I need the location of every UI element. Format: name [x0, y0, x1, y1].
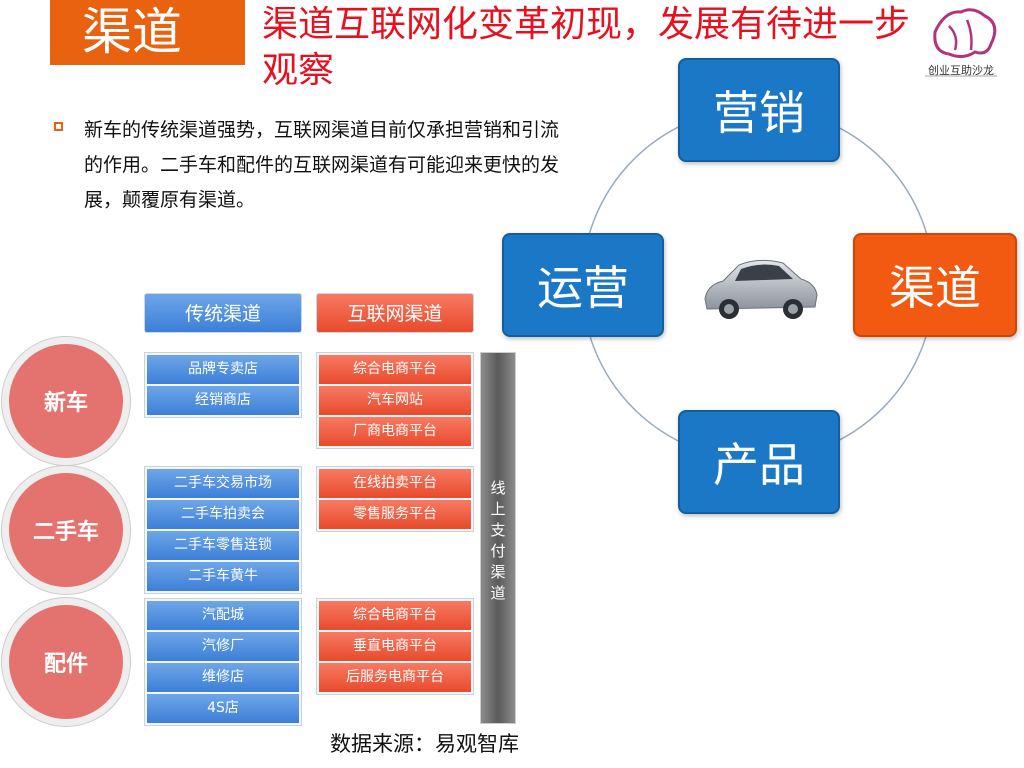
- data-source: 数据来源：易观智库: [330, 732, 519, 756]
- list-item: 二手车黄牛: [147, 562, 299, 591]
- list-item: 品牌专卖店: [147, 355, 299, 384]
- header-traditional: 传统渠道: [144, 293, 302, 333]
- used-car-traditional-group: 二手车交易市场 二手车拍卖会 二手车零售连锁 二手车黄牛: [144, 466, 302, 594]
- list-item: 零售服务平台: [319, 500, 471, 529]
- list-item: 汽修厂: [147, 632, 299, 661]
- new-car-traditional-group: 品牌专卖店 经销商店: [144, 352, 302, 418]
- list-item: 4S店: [147, 694, 299, 723]
- category-parts: 配件: [2, 598, 130, 726]
- list-item: 经销商店: [147, 386, 299, 415]
- intro-paragraph: 新车的传统渠道强势，互联网渠道目前仅承担营销和引流的作用。二手车和配件的互联网渠…: [84, 119, 560, 211]
- bullet-marker-icon: [54, 122, 63, 131]
- list-item: 后服务电商平台: [319, 663, 471, 692]
- node-operations: 运营: [502, 233, 664, 337]
- list-item: 在线拍卖平台: [319, 469, 471, 498]
- salon-logo-icon: [925, 8, 997, 77]
- header-internet: 互联网渠道: [316, 293, 474, 333]
- list-item: 二手车零售连锁: [147, 531, 299, 560]
- new-car-internet-group: 综合电商平台 汽车网站 厂商电商平台: [316, 352, 474, 449]
- used-car-internet-group: 在线拍卖平台 零售服务平台: [316, 466, 474, 532]
- list-item: 汽车网站: [319, 386, 471, 415]
- list-item: 厂商电商平台: [319, 417, 471, 446]
- logo-label: 创业互助沙龙: [928, 64, 994, 77]
- section-tag: 渠道: [50, 0, 245, 65]
- parts-internet-group: 综合电商平台 垂直电商平台 后服务电商平台: [316, 598, 474, 695]
- online-payment-label: 线上支付渠道: [490, 479, 506, 602]
- list-item: 二手车拍卖会: [147, 500, 299, 529]
- node-marketing: 营销: [678, 58, 840, 162]
- list-item: 维修店: [147, 663, 299, 692]
- online-payment-bar: [480, 352, 516, 724]
- list-item: 二手车交易市场: [147, 469, 299, 498]
- list-item: 综合电商平台: [319, 601, 471, 630]
- car-icon: [704, 259, 818, 319]
- node-product: 产品: [678, 410, 840, 514]
- node-channel: 渠道: [853, 233, 1017, 337]
- parts-traditional-group: 汽配城 汽修厂 维修店 4S店: [144, 598, 302, 726]
- list-item: 汽配城: [147, 601, 299, 630]
- list-item: 综合电商平台: [319, 355, 471, 384]
- category-used-car: 二手车: [2, 466, 130, 594]
- list-item: 垂直电商平台: [319, 632, 471, 661]
- slide-title: 渠道互联网化变革初现，发展有待进一步观察: [262, 4, 911, 91]
- category-new-car: 新车: [2, 337, 130, 465]
